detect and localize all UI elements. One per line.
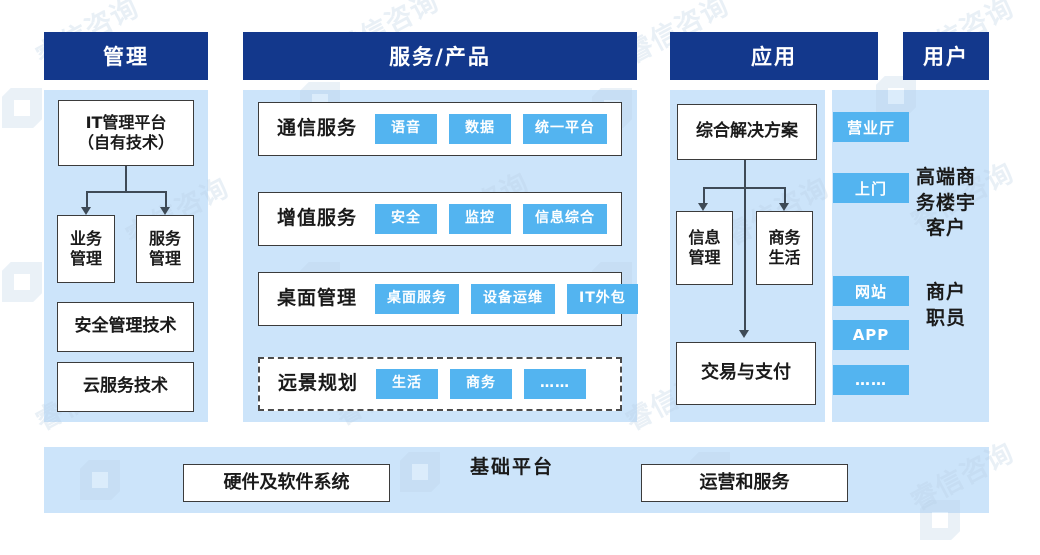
- chip-data[interactable]: 数据: [449, 114, 512, 144]
- channel-chip-app[interactable]: APP: [833, 320, 909, 350]
- information-management-box[interactable]: 信息 管理: [676, 211, 733, 285]
- business-management-line-2: 管理: [69, 249, 102, 268]
- business-life-line-1: 商务: [768, 228, 801, 247]
- business-management-line-1: 业务: [69, 229, 102, 248]
- connector-vertical-trunk: [744, 160, 746, 332]
- service-row-vision-planning[interactable]: 远景规划 生活 商务 ……: [258, 357, 622, 411]
- header-management: 管理: [44, 32, 208, 80]
- connector-vertical: [125, 166, 127, 192]
- brand-logo-icon: [2, 262, 42, 302]
- connector-arrow: [160, 207, 170, 215]
- channel-chip-more[interactable]: ……: [833, 365, 909, 395]
- integrated-solution-box[interactable]: 综合解决方案: [677, 104, 817, 160]
- it-platform-line-2: （自有技术）: [77, 133, 174, 152]
- connector-vertical: [784, 187, 786, 204]
- connector-arrow: [81, 207, 91, 215]
- service-row-desktop-management[interactable]: 桌面管理 桌面服务 设备运维 IT外包: [258, 272, 638, 326]
- channel-chip-website[interactable]: 网站: [833, 276, 909, 306]
- service-management-line-1: 服务: [148, 229, 181, 248]
- basic-platform-title: 基础平台: [470, 456, 555, 478]
- channel-chip-onsite[interactable]: 上门: [833, 173, 909, 203]
- service-management-box[interactable]: 服务 管理: [136, 215, 194, 283]
- business-life-line-2: 生活: [768, 248, 801, 267]
- chip-voice[interactable]: 语音: [375, 114, 438, 144]
- user-segment-premium-line-2: 务楼宇: [915, 191, 976, 214]
- chip-device-ops[interactable]: 设备运维: [471, 284, 556, 314]
- chip-monitoring[interactable]: 监控: [449, 204, 512, 234]
- channel-chip-business-hall[interactable]: 营业厅: [833, 112, 909, 142]
- business-management-box[interactable]: 业务 管理: [57, 215, 115, 283]
- chip-info-integration[interactable]: 信息综合: [523, 204, 608, 234]
- user-segment-merchant: 商户 职员: [903, 280, 989, 331]
- user-segment-merchant-line-1: 商户: [925, 281, 966, 303]
- brand-logo-icon: [2, 88, 42, 128]
- chip-desktop-service[interactable]: 桌面服务: [375, 284, 460, 314]
- information-management-line-1: 信息: [688, 228, 721, 247]
- connector-arrow: [698, 203, 708, 211]
- chip-unified-platform[interactable]: 统一平台: [523, 114, 608, 144]
- user-segment-merchant-line-2: 职员: [925, 306, 966, 329]
- service-row-chips: 安全 监控 信息综合: [375, 204, 608, 234]
- it-management-platform-box[interactable]: IT管理平台 （自有技术）: [58, 100, 194, 166]
- chip-more[interactable]: ……: [524, 369, 587, 399]
- header-user: 用户: [903, 32, 989, 80]
- user-segment-premium-line-3: 客户: [925, 217, 966, 240]
- user-segment-premium: 高端商 务楼宇 客户: [903, 165, 989, 242]
- connector-arrow: [779, 203, 789, 211]
- connector-arrow: [739, 330, 749, 338]
- service-row-label: 通信服务: [277, 117, 358, 140]
- connector-horizontal: [703, 187, 785, 189]
- connector-vertical: [703, 187, 705, 204]
- chip-it-outsourcing[interactable]: IT外包: [567, 284, 638, 314]
- header-service: 服务/产品: [243, 32, 637, 80]
- service-row-communication[interactable]: 通信服务 语音 数据 统一平台: [258, 102, 622, 156]
- hardware-software-system-box[interactable]: 硬件及软件系统: [183, 464, 390, 502]
- connector-vertical: [86, 191, 88, 208]
- chip-security[interactable]: 安全: [375, 204, 438, 234]
- security-management-tech-box[interactable]: 安全管理技术: [57, 302, 194, 352]
- business-life-box[interactable]: 商务 生活: [756, 211, 813, 285]
- service-management-line-2: 管理: [148, 249, 181, 268]
- operation-service-box[interactable]: 运营和服务: [641, 464, 848, 502]
- service-row-label: 远景规划: [278, 372, 359, 395]
- connector-vertical: [165, 191, 167, 208]
- transaction-payment-box[interactable]: 交易与支付: [676, 342, 816, 405]
- service-row-value-added[interactable]: 增值服务 安全 监控 信息综合: [258, 192, 622, 246]
- service-row-chips: 桌面服务 设备运维 IT外包: [375, 284, 638, 314]
- connector-horizontal: [86, 191, 166, 193]
- user-segment-premium-line-1: 高端商: [915, 166, 976, 188]
- service-row-chips: 语音 数据 统一平台: [375, 114, 608, 144]
- information-management-line-2: 管理: [688, 248, 721, 267]
- user-panel: [903, 90, 989, 422]
- service-row-label: 桌面管理: [277, 287, 358, 310]
- header-application: 应用: [670, 32, 878, 80]
- chip-life[interactable]: 生活: [376, 369, 439, 399]
- chip-business[interactable]: 商务: [450, 369, 513, 399]
- service-row-label: 增值服务: [277, 207, 358, 230]
- service-row-chips: 生活 商务 ……: [376, 369, 587, 399]
- it-platform-line-1: IT管理平台: [85, 113, 167, 132]
- cloud-service-tech-box[interactable]: 云服务技术: [57, 362, 194, 412]
